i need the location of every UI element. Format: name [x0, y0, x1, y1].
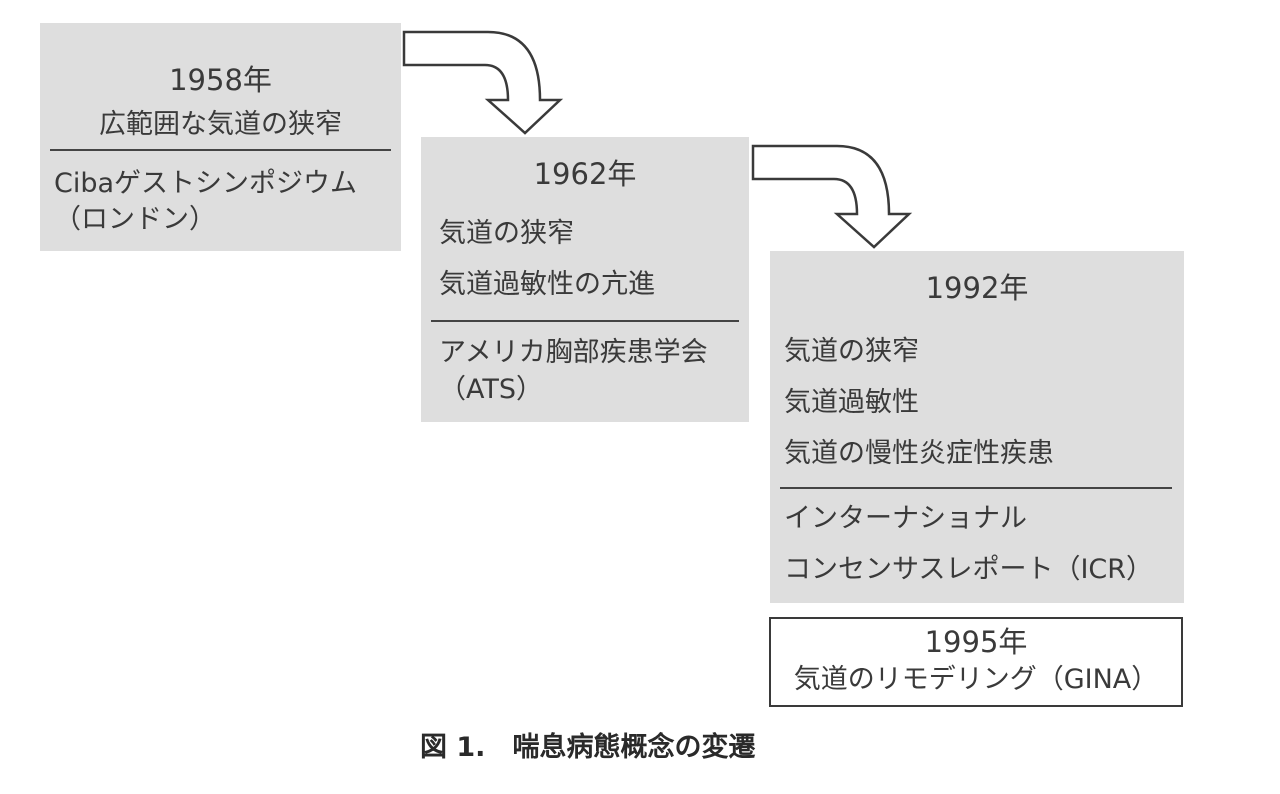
- stage-concept: 気道の慢性炎症性疾患: [784, 438, 1054, 469]
- stage-concept: 気道の狭窄: [784, 336, 919, 367]
- stage-source: コンセンサスレポート（ICR）: [784, 554, 1154, 585]
- stage-concept: 気道の狭窄: [439, 218, 574, 249]
- stage-box-1992: 1992年 気道の狭窄 気道過敏性 気道の慢性炎症性疾患 インターナショナル コ…: [770, 251, 1184, 603]
- addendum-text: 気道のリモデリング（GINA）: [793, 664, 1159, 695]
- divider-rule: [431, 320, 739, 322]
- stage-box-1958: 1958年 広範囲な気道の狭窄 Cibaゲストシンポジウム （ロンドン）: [40, 23, 401, 251]
- stage-box-1962: 1962年 気道の狭窄 気道過敏性の亢進 アメリカ胸部疾患学会 （ATS）: [421, 137, 749, 422]
- divider-rule: [780, 487, 1172, 489]
- stage-year: 1962年: [533, 157, 637, 191]
- stage-source: アメリカ胸部疾患学会: [439, 337, 708, 368]
- stage-concept: 気道過敏性: [784, 387, 919, 418]
- stage-source: （ATS）: [439, 374, 544, 405]
- arrow-1962-to-1992: [751, 144, 913, 249]
- stage-concept: 気道過敏性の亢進: [439, 269, 655, 300]
- stage-year: 1992年: [925, 271, 1029, 305]
- stage-source: インターナショナル: [784, 503, 1027, 534]
- figure-caption: 図 1. 喘息病態概念の変遷: [420, 732, 756, 763]
- arrow-1958-to-1962: [402, 30, 564, 135]
- stage-source: （ロンドン）: [54, 204, 216, 235]
- stage-source: Cibaゲストシンポジウム: [54, 168, 358, 199]
- addendum-year: 1995年: [924, 625, 1028, 659]
- divider-rule: [50, 149, 391, 151]
- stage-year: 1958年: [169, 63, 272, 97]
- addendum-box-1995: 1995年 気道のリモデリング（GINA）: [769, 617, 1183, 707]
- stage-concept: 広範囲な気道の狭窄: [99, 109, 342, 140]
